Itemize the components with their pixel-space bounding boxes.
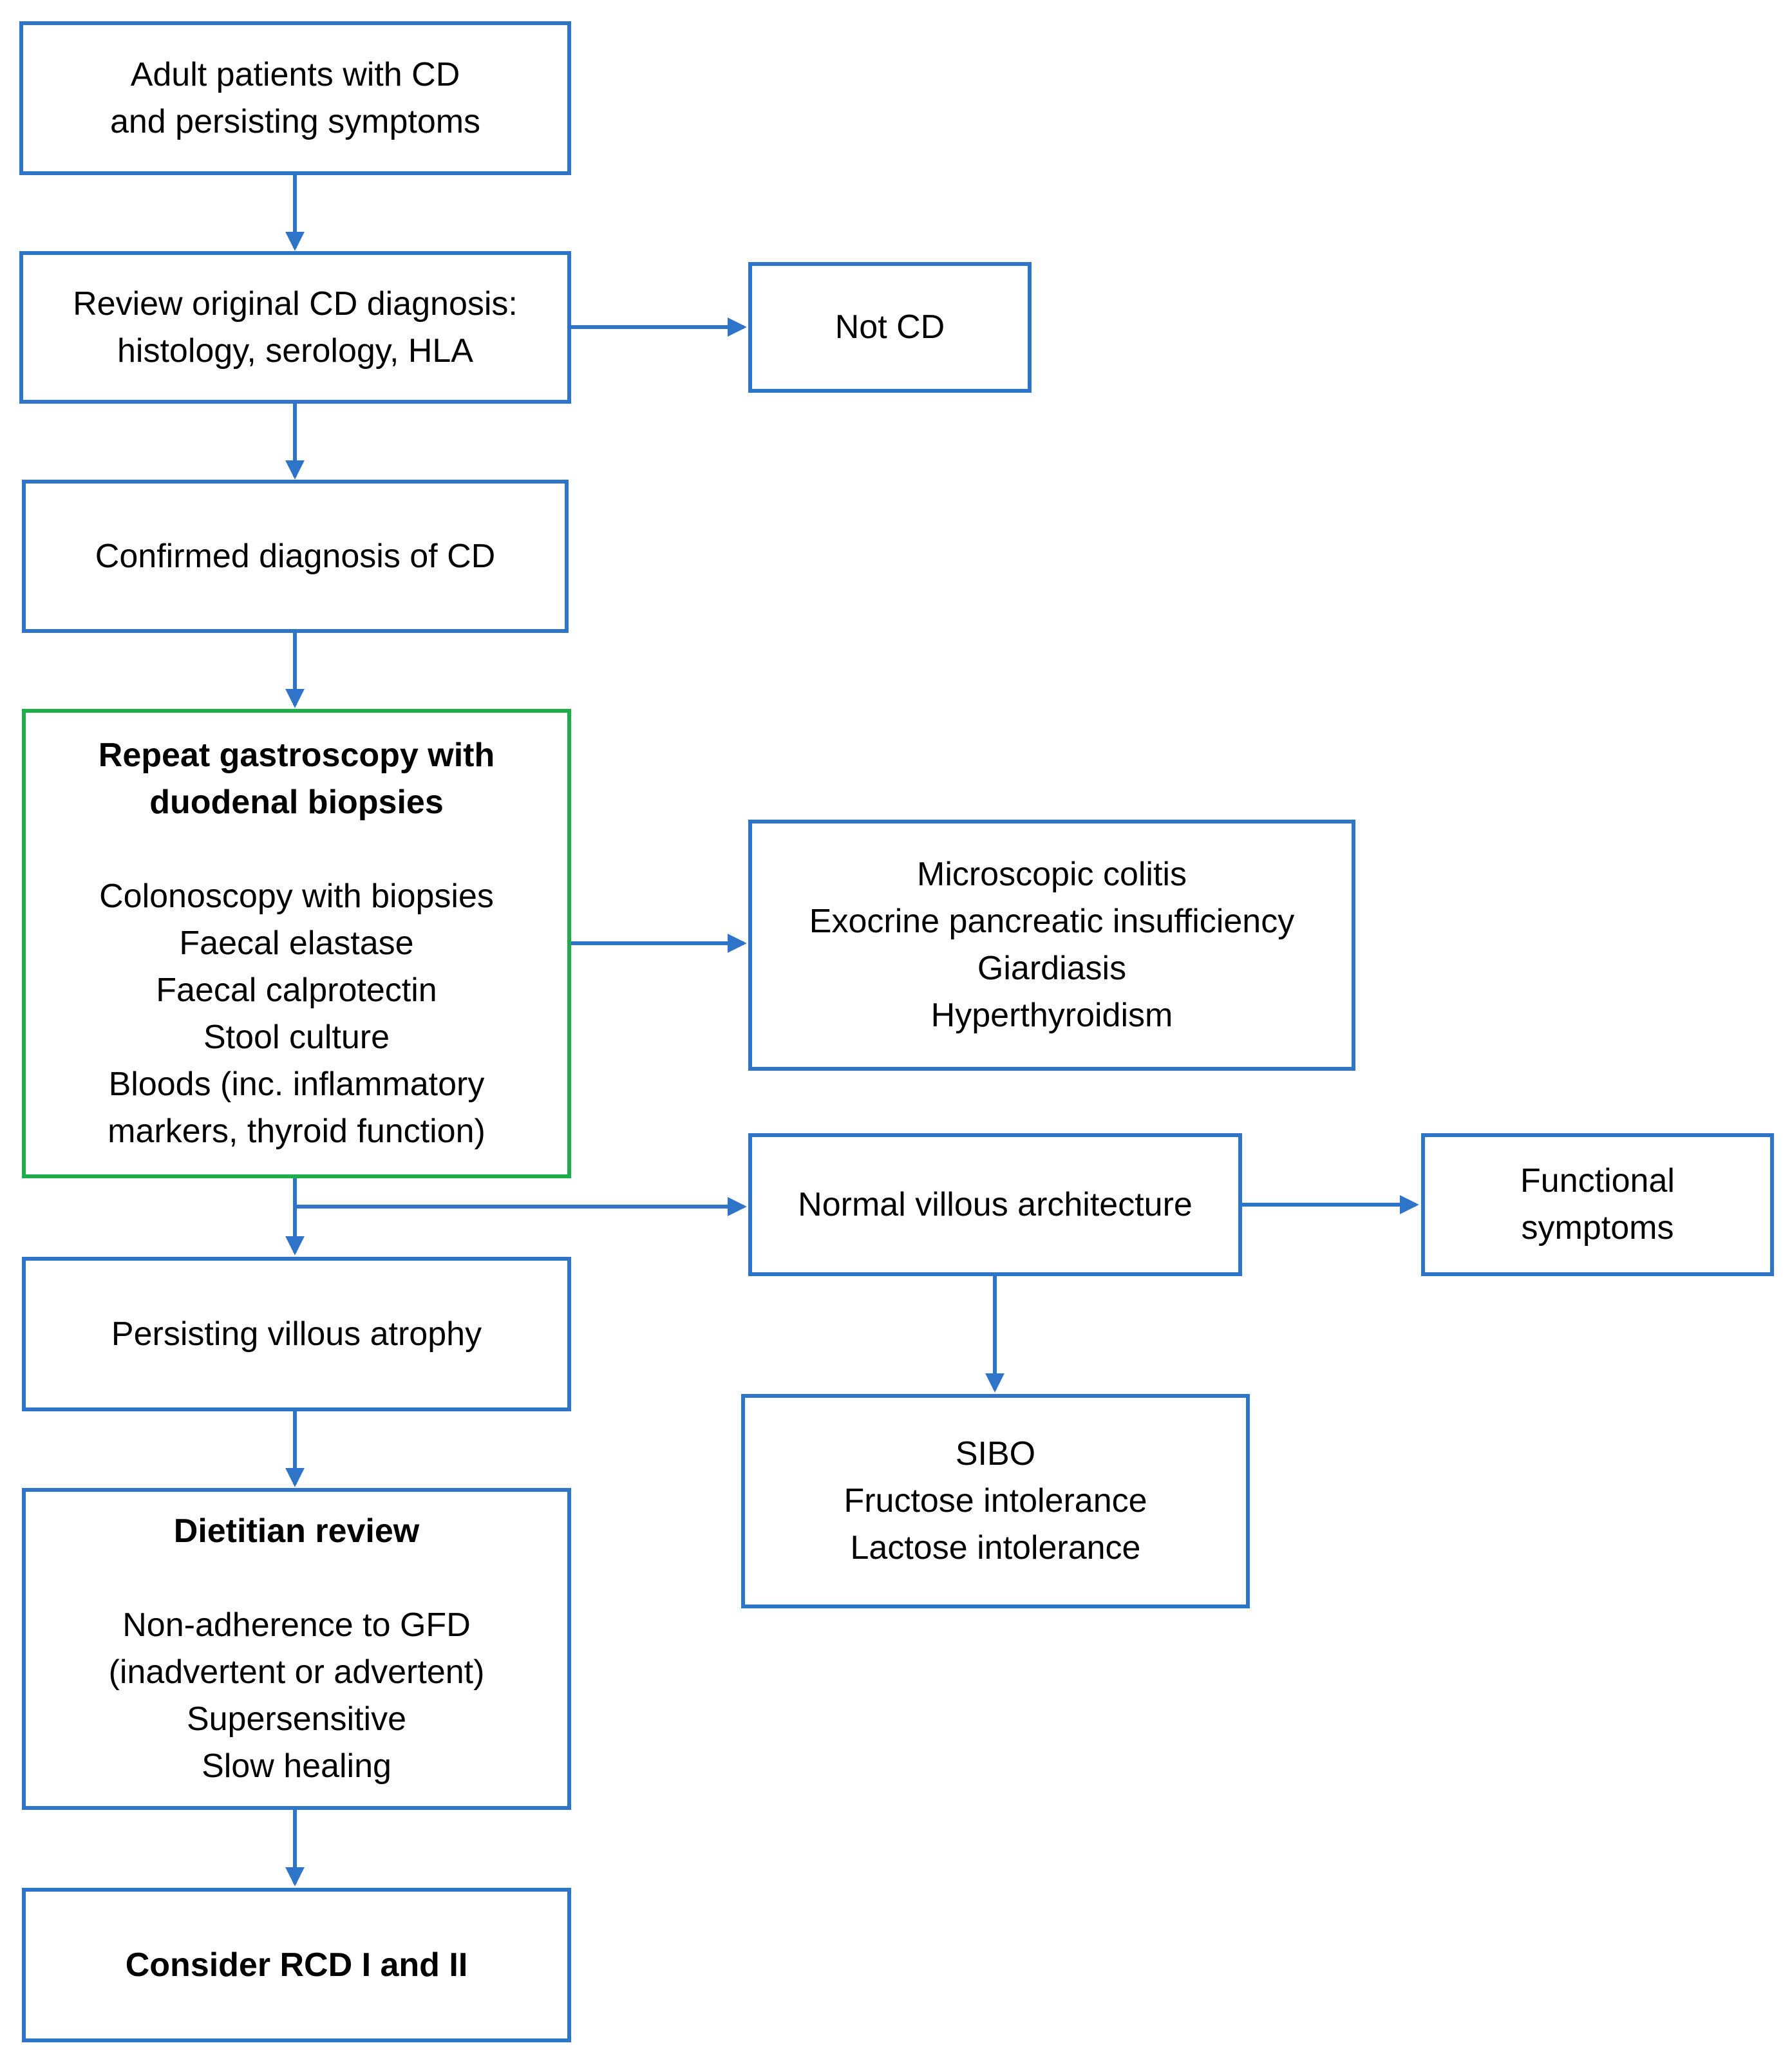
box-line: Review original CD diagnosis:	[73, 285, 518, 323]
box-review-diagnosis: Review original CD diagnosis: histology,…	[19, 251, 571, 404]
box-line: Lactose intolerance	[850, 1529, 1141, 1567]
box-sibo: SIBO Fructose intolerance Lactose intole…	[741, 1394, 1250, 1608]
box-microscopic-colitis: Microscopic colitis Exocrine pancreatic …	[748, 820, 1355, 1071]
box-adult-patients: Adult patients with CD and persisting sy…	[19, 21, 571, 175]
box-functional-symptoms: Functional symptoms	[1421, 1133, 1774, 1276]
box-heading: Dietitian review	[173, 1512, 420, 1550]
box-repeat-gastroscopy: Repeat gastroscopy with duodenal biopsie…	[22, 709, 571, 1178]
box-line: Slow healing	[202, 1747, 391, 1785]
box-line: Faecal calprotectin	[156, 972, 437, 1009]
box-line: Colonoscopy with biopsies	[99, 878, 494, 915]
box-line: markers, thyroid function)	[108, 1113, 486, 1150]
box-line: Non-adherence to GFD	[122, 1606, 471, 1644]
box-line: Bloods (inc. inflammatory	[108, 1066, 485, 1103]
box-line: Supersensitive	[186, 1700, 407, 1738]
box-line: Functional	[1520, 1162, 1675, 1200]
box-heading: Repeat gastroscopy with	[98, 737, 495, 774]
box-line: Fructose intolerance	[844, 1482, 1147, 1520]
box-line: Stool culture	[203, 1019, 390, 1056]
box-heading: duodenal biopsies	[149, 784, 444, 821]
box-confirmed-diagnosis: Confirmed diagnosis of CD	[22, 480, 569, 633]
box-normal-villous: Normal villous architecture	[748, 1133, 1242, 1276]
box-not-cd: Not CD	[748, 262, 1032, 393]
box-line: Exocrine pancreatic insufficiency	[809, 903, 1295, 940]
box-line: Microscopic colitis	[917, 856, 1187, 893]
box-line: Giardiasis	[977, 950, 1127, 987]
box-line: histology, serology, HLA	[117, 332, 473, 370]
box-line: Hyperthyroidism	[930, 997, 1173, 1034]
box-line: Faecal elastase	[179, 925, 414, 962]
box-line: Persisting villous atrophy	[111, 1315, 482, 1353]
box-line: Adult patients with CD	[130, 55, 460, 93]
box-line: and persisting symptoms	[109, 102, 481, 140]
box-line: Confirmed diagnosis of CD	[95, 537, 496, 575]
box-heading: Consider RCD I and II	[125, 1946, 468, 1984]
box-line: Not CD	[835, 308, 945, 346]
box-line: (inadvertent or advertent)	[108, 1653, 485, 1691]
box-line: symptoms	[1521, 1209, 1674, 1247]
box-consider-rcd: Consider RCD I and II	[22, 1888, 571, 2042]
box-line: Normal villous architecture	[798, 1185, 1193, 1223]
box-dietitian-review: Dietitian review Non-adherence to GFD (i…	[22, 1488, 571, 1810]
box-line: SIBO	[955, 1435, 1036, 1473]
box-persisting-atrophy: Persisting villous atrophy	[22, 1257, 571, 1411]
